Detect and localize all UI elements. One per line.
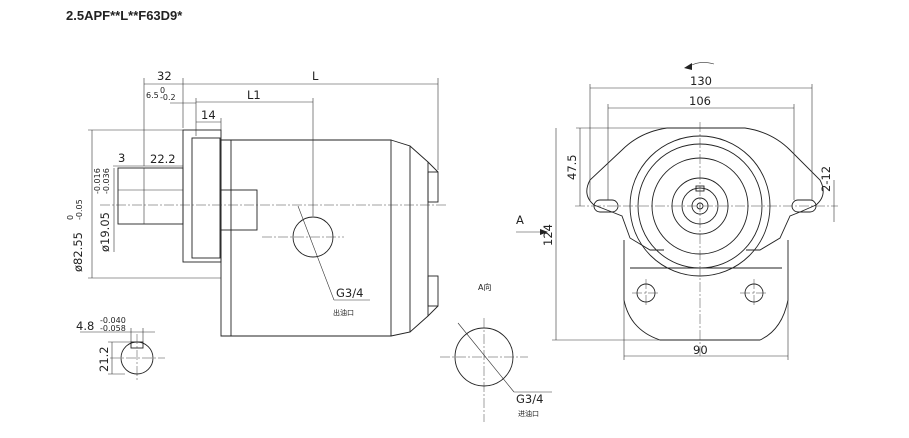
front-view: A 130 106 47.5 124 2-12 90 <box>516 62 838 360</box>
dim-32: 32 <box>157 69 172 83</box>
drawing-title: 2.5APF**L**F63D9* <box>66 8 183 23</box>
dim-key-height: 21.2 <box>97 346 111 372</box>
dim-key-width: 4.8 <box>76 319 94 333</box>
dim-pilot-dia: ø82.55 <box>71 232 85 272</box>
key-section: 4.8 -0.040 -0.058 21.2 <box>76 316 165 380</box>
dim-6-5: 6.5 <box>146 91 159 100</box>
flange-outline <box>586 127 824 251</box>
view-a-title: A向 <box>478 282 491 292</box>
outlet-port-caption: 出油口 <box>333 308 354 317</box>
outlet-port-label: G3/4 <box>336 286 363 300</box>
view-a: A向 G3/4 进油口 <box>440 282 552 422</box>
dim-124: 124 <box>541 224 555 246</box>
dim-2-12: 2-12 <box>819 166 833 192</box>
side-view: G3/4 出油口 32 L L1 6.5 0 -0.2 14 3 22.2 ø8… <box>66 69 448 337</box>
flange <box>182 129 222 263</box>
dim-6-5-tol-lower: -0.2 <box>160 93 176 102</box>
dim-130: 130 <box>690 74 712 88</box>
view-a-arrow-label: A <box>516 213 524 227</box>
dim-90: 90 <box>693 343 708 357</box>
pump-body <box>220 139 392 337</box>
rotation-arrow <box>689 62 715 67</box>
dim-shaft-tol-lower: -0.036 <box>102 168 111 194</box>
dim-22-2: 22.2 <box>150 152 176 166</box>
dim-47-5: 47.5 <box>565 154 579 180</box>
shaft <box>117 167 184 225</box>
dim-key-tol-lower: -0.058 <box>100 324 126 333</box>
dim-pilot-tol-lower: -0.05 <box>75 199 84 220</box>
dim-shaft-tol-upper: -0.016 <box>93 168 102 194</box>
dim-14: 14 <box>201 108 216 122</box>
inlet-port-caption: 进油口 <box>518 409 539 418</box>
dim-pilot-tol-upper: 0 <box>66 215 75 220</box>
dim-shaft-dia: ø19.05 <box>98 212 112 252</box>
dim-6-5-tol-upper: 0 <box>160 86 165 95</box>
dim-L: L <box>312 69 319 83</box>
dim-106: 106 <box>689 94 711 108</box>
dim-key-tol-upper: -0.040 <box>100 316 126 325</box>
dim-L1: L1 <box>247 88 261 102</box>
inlet-port-label: G3/4 <box>516 392 543 406</box>
body-lower <box>623 240 789 341</box>
dim-3: 3 <box>118 151 125 165</box>
